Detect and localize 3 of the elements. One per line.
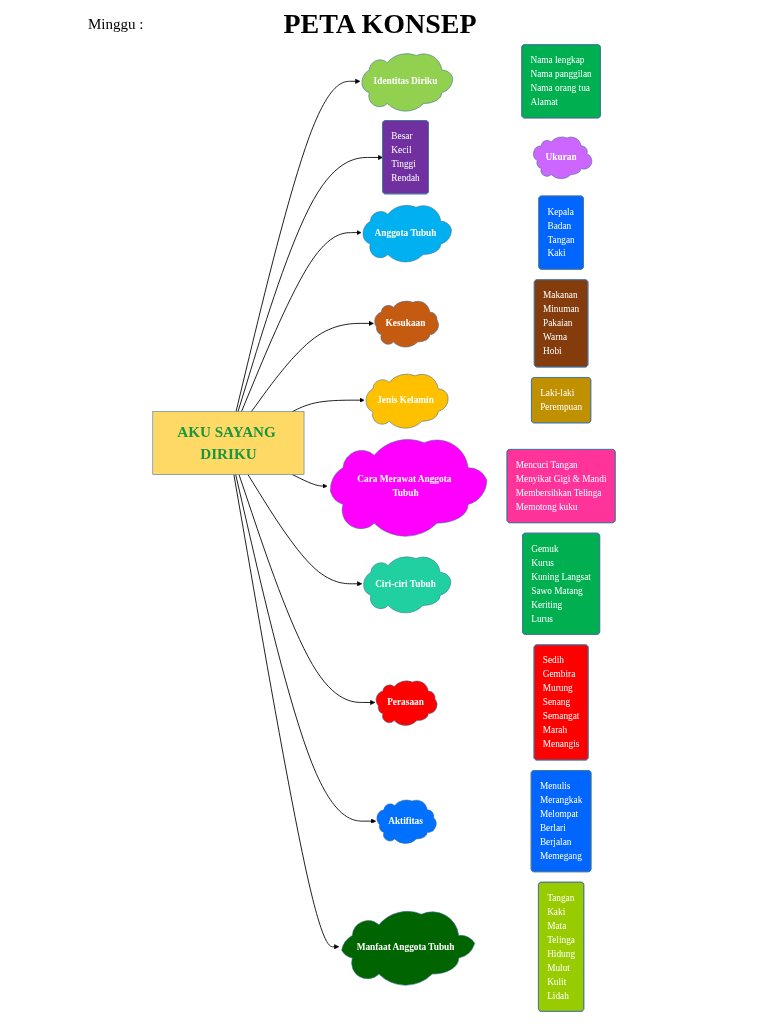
node-box: AKU SAYANG DIRIKU — [152, 411, 305, 475]
week-label: Minggu : — [88, 15, 144, 33]
title: PETA KONSEP — [283, 8, 477, 40]
